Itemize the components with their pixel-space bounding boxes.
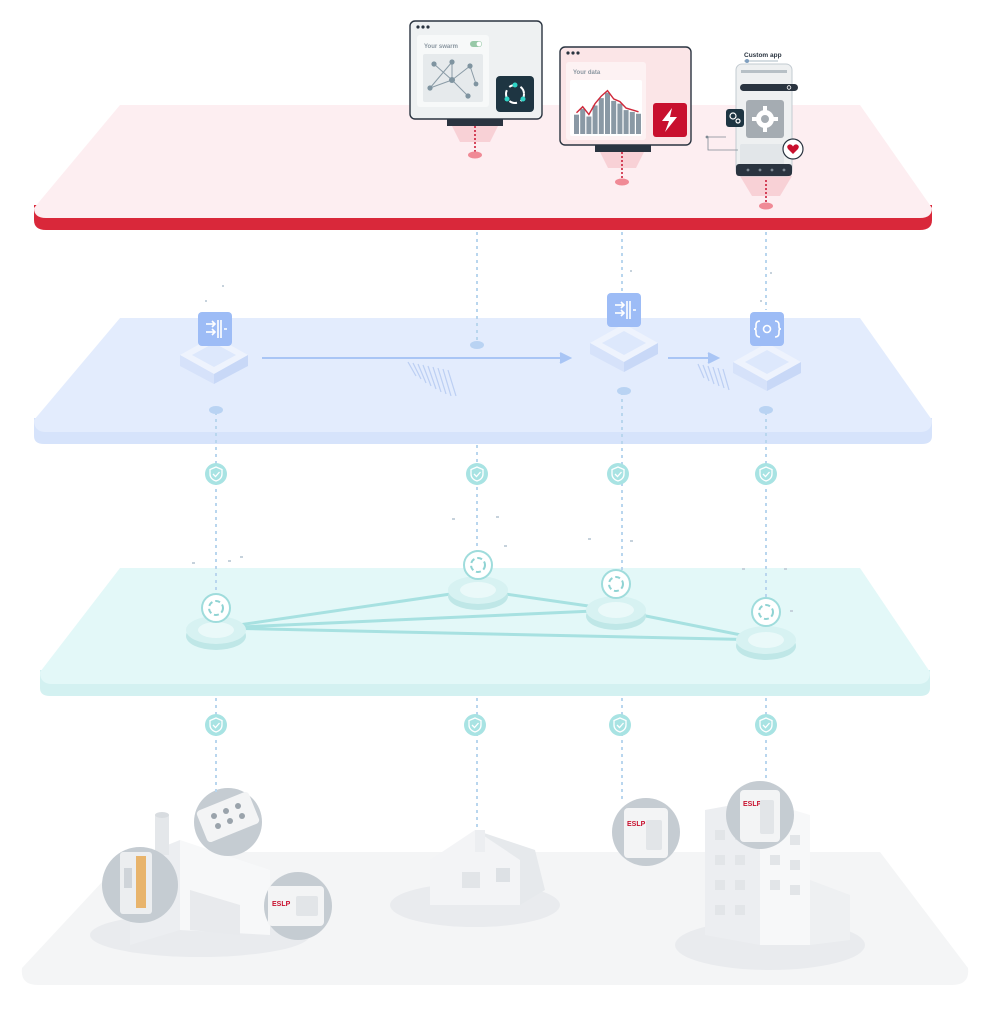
search-icon bbox=[786, 85, 792, 90]
window-dots bbox=[416, 25, 430, 29]
swarm-node-1[interactable] bbox=[186, 593, 246, 650]
connector-endpoints bbox=[209, 341, 773, 414]
data-window-title: Your data bbox=[573, 70, 601, 76]
tab-bar[interactable] bbox=[746, 168, 786, 172]
house-building bbox=[390, 830, 560, 927]
app-window-swarm[interactable]: Your swarm bbox=[409, 20, 543, 159]
swarm-node-4[interactable] bbox=[736, 597, 796, 660]
shield-check-icon bbox=[609, 714, 631, 736]
device-label: ESLP bbox=[743, 801, 762, 808]
gear-icon bbox=[752, 106, 778, 132]
shield-check-icon bbox=[464, 714, 486, 736]
swarm-nodes bbox=[186, 550, 796, 660]
lightning-icon bbox=[662, 108, 677, 132]
swarm-node-2[interactable] bbox=[448, 550, 508, 610]
data-stream-hatch bbox=[407, 361, 730, 397]
device-label: ESLP bbox=[272, 901, 291, 908]
device-bubble-factory-terminal bbox=[194, 788, 262, 856]
swarm-ring-icon bbox=[470, 557, 486, 573]
security-badges bbox=[205, 463, 777, 736]
shield-check-icon bbox=[205, 463, 227, 485]
mini-bar bbox=[611, 100, 617, 134]
device-label: ESLP bbox=[627, 821, 646, 828]
heart-icon bbox=[782, 138, 804, 160]
shield-check-icon bbox=[466, 463, 488, 485]
search-bar[interactable] bbox=[740, 84, 798, 91]
flow-arrows bbox=[262, 352, 721, 364]
middleware-connector-1[interactable] bbox=[180, 312, 248, 384]
mini-bar bbox=[636, 113, 641, 134]
swarm-window-title: Your swarm bbox=[424, 44, 458, 50]
switch-icon bbox=[615, 301, 636, 319]
application-layer bbox=[34, 105, 932, 230]
device-bubble-office-module: ESLP bbox=[726, 781, 794, 849]
mini-bar bbox=[629, 111, 635, 134]
swarm-node-3[interactable] bbox=[586, 569, 646, 630]
shield-check-icon bbox=[755, 714, 777, 736]
network-icon bbox=[504, 82, 526, 102]
mini-bar bbox=[592, 105, 598, 134]
shield-check-icon bbox=[607, 463, 629, 485]
shield-check-icon bbox=[205, 714, 227, 736]
mini-trend-line bbox=[576, 89, 639, 116]
swarm-ring-icon bbox=[608, 576, 624, 592]
shield-check-icon bbox=[755, 463, 777, 485]
mini-bar bbox=[598, 98, 604, 134]
menu-icon[interactable] bbox=[741, 70, 787, 73]
device-bubble-house-module: ESLP bbox=[612, 798, 680, 866]
network-layer bbox=[40, 568, 930, 696]
swarm-ring-icon bbox=[758, 604, 774, 620]
middleware-layer bbox=[34, 318, 932, 444]
mini-bar bbox=[586, 116, 592, 134]
app-window-custom[interactable]: Custom app bbox=[705, 52, 804, 210]
mini-bar bbox=[617, 103, 623, 134]
middleware-connector-2[interactable] bbox=[590, 293, 658, 372]
device-bubble-factory-module: ESLP bbox=[264, 872, 332, 940]
mini-bar bbox=[623, 110, 629, 134]
custom-app-title: Custom app bbox=[744, 52, 782, 59]
mini-bar bbox=[574, 114, 579, 134]
middleware-layer-plate bbox=[34, 318, 932, 432]
middleware-connector-3[interactable] bbox=[733, 312, 801, 391]
device-bubble-factory-din-rail bbox=[102, 847, 178, 923]
app-window-data[interactable]: Your data bbox=[559, 46, 692, 186]
switch-icon bbox=[206, 320, 227, 338]
swarm-ring-icon bbox=[208, 600, 224, 616]
code-braces-icon bbox=[753, 320, 782, 338]
device-layer: ESLP bbox=[21, 781, 969, 985]
mini-bar bbox=[580, 108, 586, 134]
mini-bar bbox=[605, 92, 610, 134]
mini-bar-chart bbox=[574, 92, 641, 134]
network-layer-plate bbox=[40, 568, 930, 684]
particles bbox=[192, 270, 793, 612]
vertical-connectors bbox=[215, 232, 767, 830]
application-layer-plate bbox=[34, 105, 932, 218]
window-dots bbox=[566, 51, 580, 55]
